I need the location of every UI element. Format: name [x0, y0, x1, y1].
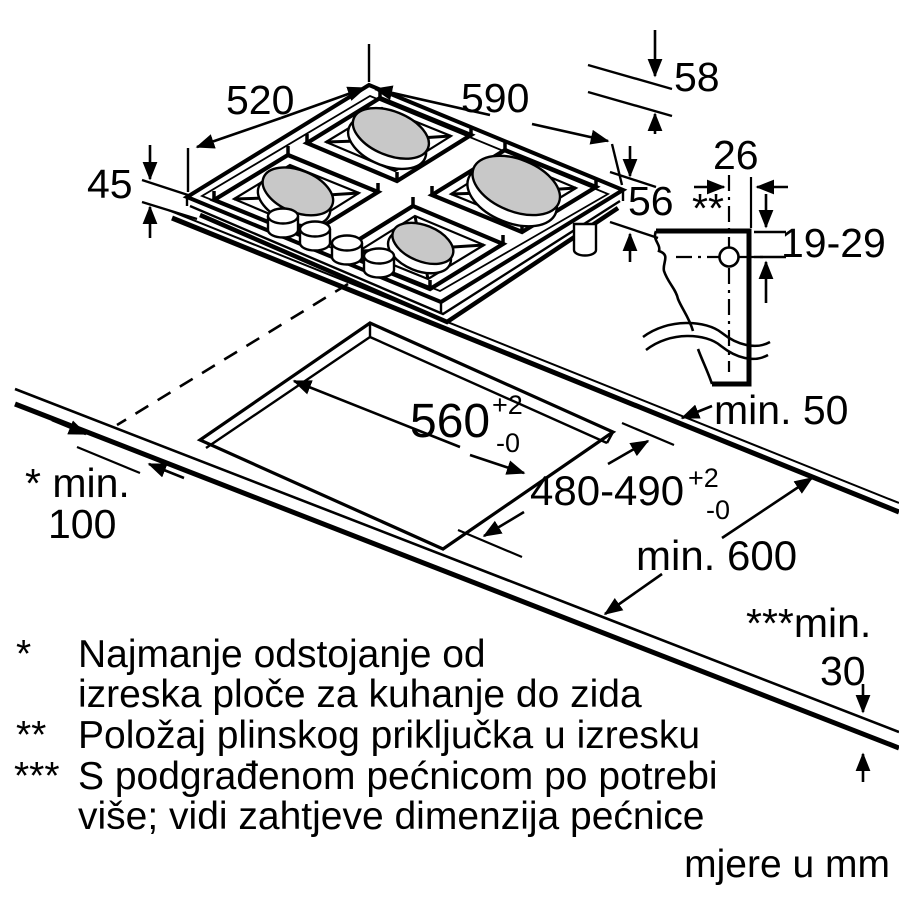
- dim-label-58: 58: [674, 54, 720, 100]
- dim-line-480-a: [607, 439, 650, 466]
- dim-label-480-tol-plus: +2: [688, 463, 719, 493]
- dim-label-min600: min. 600: [636, 532, 797, 579]
- knob-4: [362, 247, 396, 279]
- worktop-cutout-outline: [196, 321, 617, 551]
- dim-line-520-b: [280, 86, 367, 120]
- dim-label-480-490: 480-490: [530, 467, 684, 514]
- burner-right: [466, 154, 562, 228]
- worktop-front-edge-top: [14, 387, 899, 734]
- dim-label-gas-marker: **: [692, 185, 724, 231]
- footnote-3-line-1: S podgrađenom pećnicom po potrebi: [78, 755, 718, 798]
- cutout-dimensions: [51, 379, 871, 782]
- footnote-marker-1: *: [16, 633, 31, 676]
- dim-line-min100-a: [51, 418, 88, 436]
- dim-label-min-side-value: 100: [48, 501, 116, 547]
- worktop-cutout-inner-edges: [205, 323, 615, 449]
- dim-label-min-front-value: 30: [820, 648, 866, 694]
- hob-dimensions: [141, 30, 673, 262]
- dim-ext-56-b: [609, 220, 659, 240]
- footnote-1-line-1: Najmanje odstojanje od: [78, 633, 486, 676]
- knob-3: [330, 234, 364, 266]
- dim-line-590-a: [373, 85, 491, 117]
- dim-line-min100-b: [147, 462, 185, 480]
- dimension-labels: 520 590 58 45 56 26 ** 19-29 min. 50 560…: [25, 54, 886, 694]
- gas-pipe: [572, 222, 598, 257]
- worktop-front-edge-bottom: [14, 401, 899, 751]
- dim-ext-45-a: [141, 178, 192, 198]
- burner-caps: [256, 106, 562, 275]
- dim-label-590: 590: [461, 75, 529, 121]
- bracket-profile-left-edge: [653, 230, 695, 332]
- hob-view: [182, 82, 628, 325]
- dim-line-min600-a: [721, 476, 814, 540]
- dim-label-56: 56: [628, 178, 674, 224]
- bracket-profile-outline: [656, 228, 752, 387]
- dim-ext-right-corner: [610, 143, 624, 186]
- dim-label-480-tol-minus: -0: [706, 495, 730, 525]
- dim-ext-480-b: [457, 528, 523, 559]
- dim-line-560-b: [469, 453, 526, 475]
- dim-label-560-tol-plus: +2: [492, 390, 523, 420]
- dim-ext-58-b: [587, 90, 673, 118]
- projection-dashed-line: [116, 282, 349, 427]
- dim-ext-56-a: [609, 170, 657, 189]
- footnote-marker-3: ***: [14, 755, 60, 798]
- bracket-break-line-a: [642, 321, 771, 348]
- gas-connection-hole: [718, 246, 740, 268]
- dim-label-560: 560: [410, 395, 490, 448]
- dim-ext-1929: [754, 230, 786, 259]
- knob-2: [298, 220, 332, 252]
- dim-line-520-a: [195, 116, 282, 149]
- worktop-back-edge-inner-line: [167, 209, 899, 504]
- dim-label-19-29: 19-29: [781, 220, 886, 266]
- worktop-view: [14, 209, 899, 751]
- footnotes: * Najmanje odstojanje od izreska ploče z…: [14, 633, 890, 886]
- dim-ext-45-b: [141, 200, 198, 221]
- footnote-marker-2: **: [16, 714, 46, 757]
- hob-skirt-top: [189, 199, 621, 316]
- dim-label-min50: min. 50: [714, 387, 848, 433]
- dim-line-590-b: [531, 122, 610, 145]
- bracket-profile-left-edge-lower: [696, 348, 714, 385]
- dim-label-min-front: ***min.: [746, 600, 871, 646]
- dim-label-26: 26: [713, 132, 759, 178]
- burner-front: [386, 221, 455, 275]
- burner-rear: [346, 106, 431, 171]
- bracket-break-line-b: [645, 334, 769, 361]
- worktop-back-edge: [171, 215, 899, 515]
- footnote-3-line-2: više; vidi zahtjeve dimenzija pećnice: [78, 795, 704, 838]
- footnote-1-line-2: izreska ploče za kuhanje do zida: [78, 673, 642, 716]
- dim-ext-480-a: [621, 421, 675, 447]
- hob-skirt-bottom: [199, 206, 620, 325]
- units-note: mjere u mm: [684, 843, 890, 886]
- gas-connection-detail: [642, 175, 788, 387]
- dim-ext-min100: [76, 445, 141, 475]
- dim-label-560-tol-minus: -0: [496, 428, 520, 458]
- dim-line-560: [292, 379, 461, 449]
- dim-line-min50: [680, 404, 713, 420]
- dim-label-min-side: * min.: [25, 460, 130, 506]
- footnote-2-line-1: Položaj plinskog priključka u izresku: [78, 714, 700, 757]
- dim-line-480-b: [482, 510, 525, 538]
- dim-label-520: 520: [226, 77, 294, 123]
- knob-1: [266, 207, 300, 239]
- dim-ext-58-a: [587, 63, 673, 91]
- dim-line-min600-b: [603, 572, 663, 616]
- dim-label-45: 45: [87, 161, 133, 207]
- control-knobs: [266, 207, 396, 279]
